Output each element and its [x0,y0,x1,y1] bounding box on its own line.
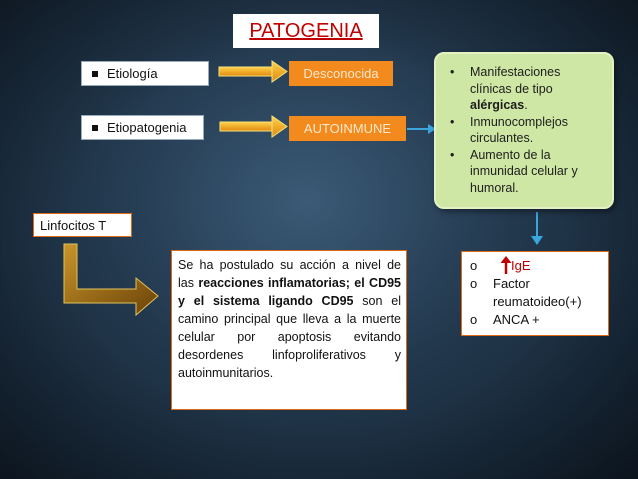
etiologia-value-box: Desconocida [289,61,393,86]
etiopatogenia-label-box: Etiopatogenia [81,115,204,140]
list-item: Manifestaciones clínicas de tipo alérgic… [448,64,604,114]
list-item: o IgE [470,256,531,274]
linfocitos-label-box: Linfocitos T [33,213,132,237]
findings-box: o IgE o Factor reumatoideo(+) o ANCA + [461,251,609,336]
arrow-manifest-to-findings [531,212,543,245]
manifestations-box: Manifestaciones clínicas de tipo alérgic… [434,52,614,209]
arrow-linfocitos-bent [63,243,159,317]
etiologia-label: Etiología [107,66,158,81]
list-item: o Factor reumatoideo(+) [470,276,582,309]
postulado-text-box: Se ha postulado su acción a nivel de las… [171,250,407,410]
arrow-autoinmune-to-manifest [407,124,436,134]
square-bullet-icon [92,70,98,77]
arrow-etiologia [218,60,288,83]
page-title: PATOGENIA [233,14,379,48]
square-bullet-icon [92,124,98,131]
list-item: Aumento de la inmunidad celular y humora… [448,147,604,197]
list-item: Inmunocomplejos circulantes. [448,114,604,147]
etiopatogenia-label: Etiopatogenia [107,120,187,135]
etiologia-label-box: Etiología [81,61,209,86]
manifestations-list: Manifestaciones clínicas de tipo alérgic… [448,64,604,196]
list-item: o ANCA + [470,312,540,327]
up-arrow-icon [500,256,512,274]
etiopatogenia-value-box: AUTOINMUNE [289,116,406,141]
arrow-etiopatogenia [219,115,288,138]
